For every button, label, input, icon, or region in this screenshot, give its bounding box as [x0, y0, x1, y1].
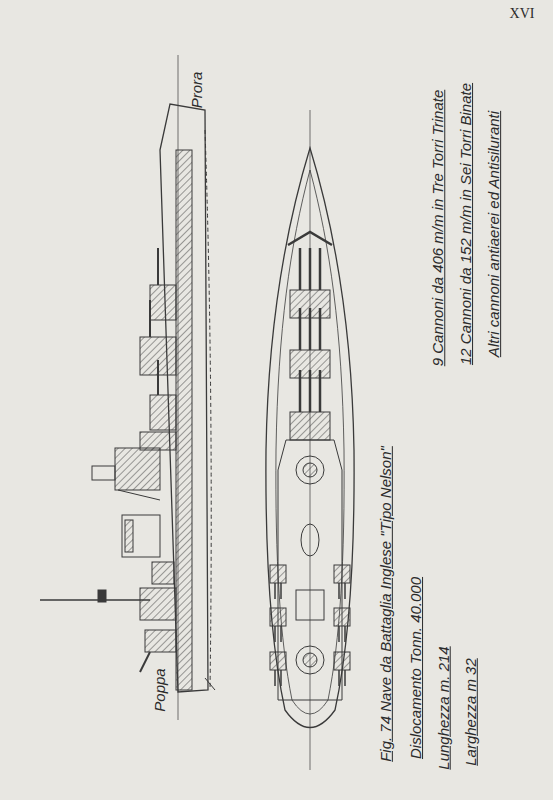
note-text: 12 Cannoni da 152 m/m in Sei Torri Binat… — [457, 83, 475, 365]
side-profile — [40, 55, 215, 720]
page-number: XVI — [510, 6, 535, 23]
figure-caption: Fig. 74 Nave da Battaglia Inglese "Tipo … — [377, 446, 395, 762]
note-text: Larghezza m 32 — [462, 658, 480, 766]
note-text: Poppa — [151, 668, 169, 711]
note-text: Dislocamento Tonn. 40.000 — [407, 577, 425, 759]
note-text: Altri cannoni antiaerei ed Antisiluranti — [485, 111, 503, 357]
note-text: Prora — [188, 72, 206, 109]
note-text: 9 Cannoni da 406 m/m in Tre Torri Trinat… — [429, 90, 447, 367]
note-text: Lunghezza m. 214 — [435, 646, 453, 769]
plan-view — [266, 110, 354, 770]
